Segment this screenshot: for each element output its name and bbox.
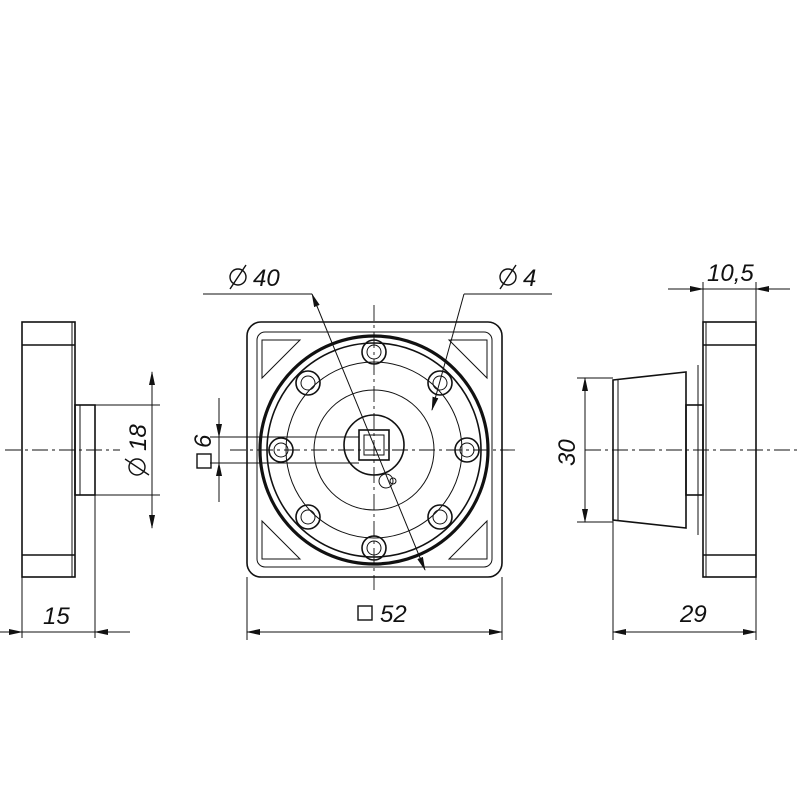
dim-dia-40: 40 [229, 264, 280, 292]
turn-knob [612, 371, 687, 529]
dim-square-52: 52 [357, 601, 407, 628]
svg-text:4: 4 [523, 265, 536, 292]
svg-text:52: 52 [380, 601, 407, 628]
right-side-view: 30 10,5 29 [554, 260, 800, 640]
svg-text:18: 18 [125, 424, 152, 451]
dim-dia-18: 18 [124, 424, 152, 476]
svg-text:6: 6 [190, 434, 217, 448]
dim-29: 29 [679, 601, 707, 628]
left-plate-outline [21, 321, 76, 578]
svg-text:40: 40 [253, 265, 280, 292]
dim-30: 30 [554, 439, 581, 466]
dim-dia-4: 4 [499, 264, 536, 292]
dim-10-5: 10,5 [707, 260, 754, 287]
front-view: 40 4 6 52 [190, 264, 552, 640]
left-side-view: 18 15 [0, 321, 160, 638]
square-plate [246, 321, 503, 578]
dim-square-6: 6 [190, 434, 217, 469]
dim-15: 15 [43, 603, 70, 630]
right-plate-outline [702, 321, 757, 578]
